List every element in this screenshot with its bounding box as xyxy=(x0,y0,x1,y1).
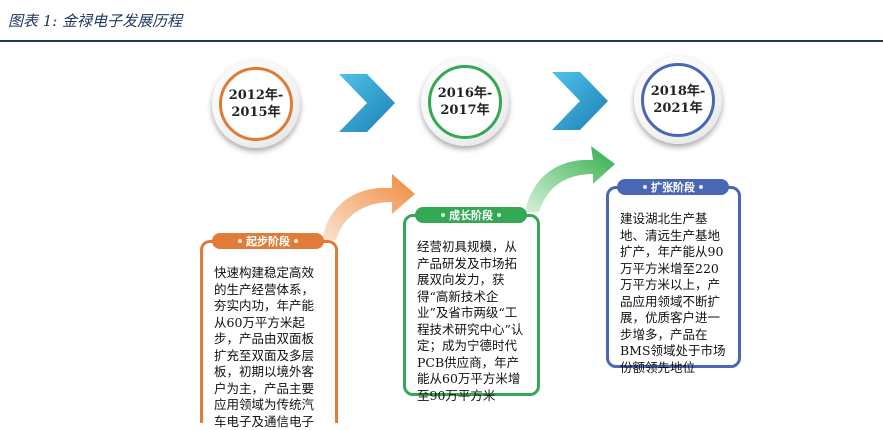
year-circle-label-2: 2016年- 2017年 xyxy=(428,65,502,139)
tag-dot xyxy=(238,239,242,243)
year-circle-stage-3: 2018年- 2021年 xyxy=(634,56,722,144)
stage-tag-2: 成长阶段 xyxy=(415,207,527,223)
chevron-right-icon xyxy=(552,72,608,130)
year-circle-label-3: 2018年- 2021年 xyxy=(641,63,715,137)
stage-tag-label-3: 扩张阶段 xyxy=(651,181,695,194)
year-circle-label-1: 2012年- 2015年 xyxy=(219,67,293,141)
year-line-1a: 2012年- xyxy=(228,88,284,103)
tag-dot xyxy=(294,239,298,243)
year-line-2a: 2016年- xyxy=(437,86,493,101)
tag-dot xyxy=(441,213,445,217)
tag-dot xyxy=(497,213,501,217)
stage-card-1: 快速构建稳定高效的生产经营体系，夯实内功，年产能从60万平方米起步，产品由双面板… xyxy=(200,240,338,429)
stage-tag-3: 扩张阶段 xyxy=(617,179,729,195)
curved-arrow-icon xyxy=(525,146,615,212)
year-line-3a: 2018年- xyxy=(650,84,706,99)
stage-card-2: 经营初具规模，从产品研发及市场拓展双向发力，获得“高新技术企业”及省市两级“工程… xyxy=(403,214,540,403)
title-rule xyxy=(0,40,883,42)
curved-arrow-icon xyxy=(322,174,415,240)
figure-title: 图表 1: 金禄电子发展历程 xyxy=(8,12,183,30)
stage-description-2: 经营初具规模，从产品研发及市场拓展双向发力，获得“高新技术企业”及省市两级“工程… xyxy=(417,239,524,403)
year-circle-stage-1: 2012年- 2015年 xyxy=(212,60,300,148)
stage-description-3: 建设湖北生产基地、清远生产基地扩产，年产能从90万平方米增至220万平方米以上，… xyxy=(620,211,726,375)
year-line-1b: 2015年 xyxy=(231,105,281,120)
year-line-3b: 2021年 xyxy=(653,101,703,116)
stage-description-1: 快速构建稳定高效的生产经营体系，夯实内功，年产能从60万平方米起步，产品由双面板… xyxy=(214,265,315,429)
tag-dot xyxy=(699,185,703,189)
year-circle-stage-2: 2016年- 2017年 xyxy=(421,58,509,146)
stage-tag-label-2: 成长阶段 xyxy=(449,209,493,222)
year-line-2b: 2017年 xyxy=(440,103,490,118)
stage-tag-1: 起步阶段 xyxy=(212,233,324,249)
tag-dot xyxy=(643,185,647,189)
chevron-right-icon xyxy=(339,74,395,132)
stage-card-3: 建设湖北生产基地、清远生产基地扩产，年产能从90万平方米增至220万平方米以上，… xyxy=(606,186,741,375)
stage-tag-label-1: 起步阶段 xyxy=(246,235,290,248)
